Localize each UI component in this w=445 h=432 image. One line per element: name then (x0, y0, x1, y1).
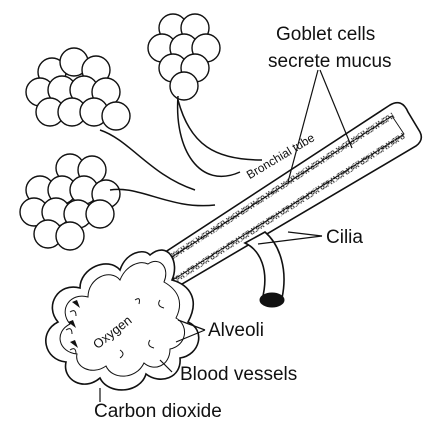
alveolar-sac (102, 102, 130, 130)
goblet-cells-label-line1: Goblet cells (276, 24, 375, 46)
blood-vessels-label: Blood vessels (180, 364, 297, 386)
cilia-label: Cilia (326, 227, 363, 249)
alveolar-sac (56, 222, 84, 250)
alveolar-sac (86, 200, 114, 228)
goblet-cells-label-line2: secrete mucus (268, 51, 392, 73)
alveoli-label: Alveoli (208, 320, 264, 342)
alveolar-sac (170, 72, 198, 100)
carbon-dioxide-label: Carbon dioxide (94, 401, 222, 423)
alveolar-clusters (20, 14, 220, 250)
